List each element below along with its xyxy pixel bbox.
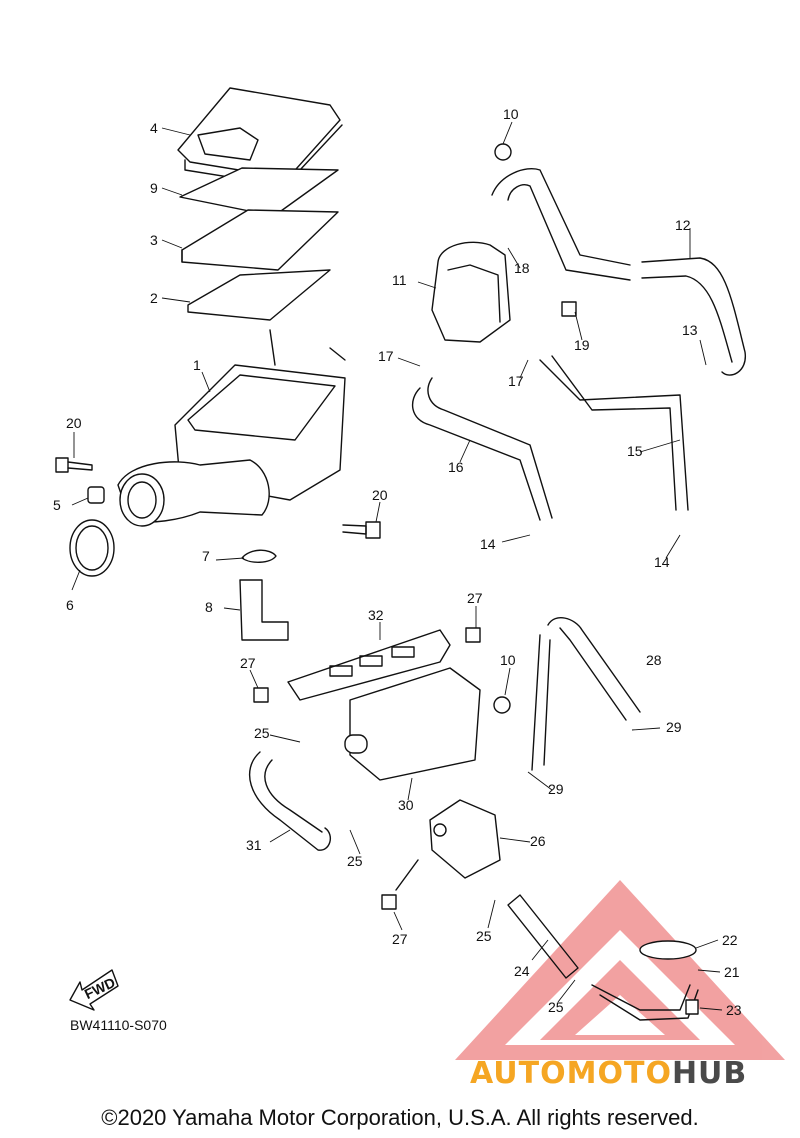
callout-25-mid: 25 (347, 853, 363, 869)
bolt-27-top (465, 627, 481, 643)
canister-30 (344, 667, 481, 781)
breather-hose-12 (491, 168, 746, 376)
bolt-27-left (253, 687, 269, 703)
callout-30: 30 (398, 797, 414, 813)
hose-28 (531, 617, 641, 771)
copyright-notice: ©2020 Yamaha Motor Corporation, U.S.A. A… (101, 1105, 699, 1130)
watermark-moto: MOTO (566, 1056, 672, 1091)
callout-4: 4 (150, 120, 158, 136)
callout-26: 26 (530, 833, 546, 849)
callout-11: 11 (392, 272, 407, 288)
callout-16: 16 (448, 459, 464, 475)
callout-6: 6 (66, 597, 74, 613)
callout-labels: 4 9 3 2 1 20 5 6 7 8 20 10 11 12 18 19 1… (53, 106, 742, 1018)
callout-27-bottom: 27 (392, 931, 408, 947)
hose-15 (539, 355, 689, 511)
bolt-27-bottom (381, 859, 419, 910)
valve-26 (429, 799, 501, 879)
callout-29-mid: 29 (548, 781, 564, 797)
callout-25-lower: 25 (476, 928, 492, 944)
callout-5: 5 (53, 497, 61, 513)
callout-2: 2 (150, 290, 158, 306)
callout-25-bottom: 25 (548, 999, 564, 1015)
air-cleaner-cover (177, 87, 343, 187)
callout-17-left: 17 (378, 348, 394, 364)
gasket-22 (639, 940, 697, 960)
collar-5 (87, 486, 105, 504)
fwd-arrow-icon: FWD (69, 969, 119, 1011)
callout-14-right: 14 (654, 554, 670, 570)
callout-23: 23 (726, 1002, 742, 1018)
callout-9: 9 (150, 180, 158, 196)
callout-28: 28 (646, 652, 662, 668)
breather-tank-11 (431, 241, 511, 343)
screen-plate (187, 269, 331, 321)
callout-31: 31 (246, 837, 262, 853)
callout-24: 24 (514, 963, 530, 979)
callout-18: 18 (514, 260, 530, 276)
callout-8: 8 (205, 599, 213, 615)
callout-1: 1 (193, 357, 201, 373)
leader-lines (71, 121, 723, 1011)
callout-10-lower: 10 (500, 652, 516, 668)
callout-25-top: 25 (254, 725, 270, 741)
drain-hose-8 (239, 579, 289, 641)
bolt-23 (685, 999, 699, 1015)
callout-27-top: 27 (467, 590, 483, 606)
hose-24 (507, 894, 579, 979)
bolt-10-top (494, 143, 512, 161)
bolt-10-lower (493, 696, 511, 714)
filter-element-9 (179, 167, 339, 217)
callout-20-left: 20 (66, 415, 82, 431)
callout-13: 13 (682, 322, 698, 338)
filter-element-3 (181, 209, 339, 271)
callout-21: 21 (724, 964, 740, 980)
figure-code: BW41110-S070 (70, 1017, 167, 1033)
hose-31 (249, 751, 332, 851)
hose-16 (411, 377, 553, 521)
callout-14-left: 14 (480, 536, 496, 552)
bracket-32 (287, 629, 451, 701)
watermark-auto: AUTO (470, 1056, 567, 1091)
bolt-20-left (55, 457, 93, 473)
clip-7 (241, 549, 277, 563)
callout-10-top: 10 (503, 106, 519, 122)
callout-12: 12 (675, 217, 691, 233)
callout-20-right: 20 (372, 487, 388, 503)
callout-27-left: 27 (240, 655, 256, 671)
callout-3: 3 (150, 232, 158, 248)
callout-15: 15 (627, 443, 643, 459)
callout-32: 32 (368, 607, 384, 623)
air-intake-joint (117, 459, 270, 527)
callout-29-right: 29 (666, 719, 682, 735)
bolt-20-right (342, 521, 381, 539)
callout-22: 22 (722, 932, 738, 948)
callout-17-right: 17 (508, 373, 524, 389)
watermark-brand: AUTOMOTOHUB (470, 1056, 747, 1091)
watermark-hub: HUB (671, 1056, 748, 1091)
bolt-19 (561, 301, 577, 317)
callout-19: 19 (574, 337, 590, 353)
clamp-6 (69, 519, 115, 577)
callout-7: 7 (202, 548, 210, 564)
